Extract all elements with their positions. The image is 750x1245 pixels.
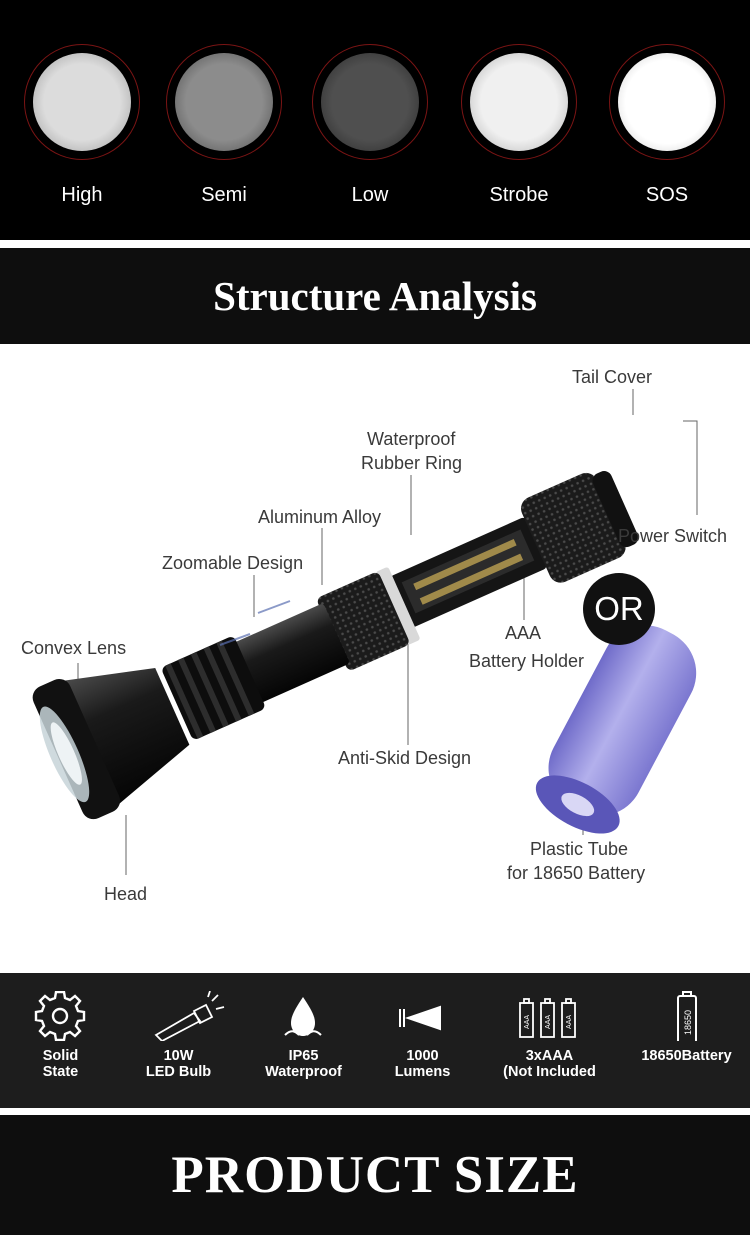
mode-strobe: Strobe — [439, 0, 589, 240]
feature-label: 18650Battery — [641, 1048, 732, 1064]
aaa-batteries-icon: AAA AAA AAA — [519, 998, 576, 1038]
callout-rubber-ring: Rubber Ring — [361, 453, 463, 473]
feature-aaa-batteries: AAA AAA AAA 3xAAA(Not Included — [487, 973, 612, 1108]
callout-anti-skid: Anti-Skid Design — [338, 748, 472, 768]
mode-label: SOS — [645, 184, 689, 206]
mode-glow-semi — [175, 53, 273, 151]
beam-icon — [399, 1005, 441, 1031]
structure-analysis-title: Structure Analysis — [0, 248, 750, 344]
mode-ring — [461, 44, 577, 160]
mode-glow-strobe — [470, 53, 568, 151]
svg-text:AAA: AAA — [545, 1015, 552, 1029]
callout-convex-lens: Convex Lens — [21, 638, 127, 658]
water-drop-icon — [284, 997, 322, 1036]
mode-glow-low — [321, 53, 419, 151]
mode-sos: SOS — [587, 0, 737, 240]
mode-glow-sos — [618, 53, 716, 151]
flashlight-icon — [154, 991, 225, 1041]
mode-label: Low — [351, 184, 389, 206]
callout-waterproof: Waterproof — [367, 429, 456, 449]
callout-head: Head — [104, 884, 148, 904]
callout-for-18650: for 18650 Battery — [507, 863, 646, 883]
callout-zoomable-design: Zoomable Design — [162, 553, 304, 573]
svg-text:AAA: AAA — [566, 1015, 573, 1029]
product-size-title: PRODUCT SIZE — [0, 1115, 750, 1235]
light-modes-strip: High Semi Low Strobe SOS — [0, 0, 750, 240]
feature-label: 3xAAA(Not Included — [503, 1048, 596, 1080]
gear-icon — [34, 991, 86, 1041]
mode-ring — [166, 44, 282, 160]
or-badge: OR — [583, 573, 655, 645]
callout-tail-cover: Tail Cover — [572, 367, 653, 387]
callout-battery-holder: Battery Holder — [469, 651, 585, 671]
callout-plastic-tube: Plastic Tube — [530, 839, 629, 859]
battery-18650-icon: 18650 — [677, 991, 697, 1041]
mode-ring — [312, 44, 428, 160]
mode-label: Semi — [201, 184, 247, 206]
mode-label: High — [61, 184, 103, 206]
callout-power-switch: Power Switch — [618, 526, 728, 546]
flashlight-illustration — [32, 389, 698, 875]
mode-ring — [24, 44, 140, 160]
feature-18650-battery: 18650 18650Battery — [624, 973, 749, 1108]
callout-aluminum-alloy: Aluminum Alloy — [258, 507, 382, 527]
svg-text:18650: 18650 — [683, 1010, 693, 1035]
mode-low: Low — [290, 0, 440, 240]
structure-diagram: Tail Cover Waterproof Rubber Ring Alumin… — [0, 345, 750, 970]
mode-glow-high — [33, 53, 131, 151]
mode-semi: Semi — [144, 0, 294, 240]
svg-text:AAA: AAA — [524, 1015, 531, 1029]
mode-high: High — [2, 0, 152, 240]
mode-ring — [609, 44, 725, 160]
mode-label: Strobe — [489, 184, 549, 206]
callout-aaa: AAA — [505, 623, 542, 643]
